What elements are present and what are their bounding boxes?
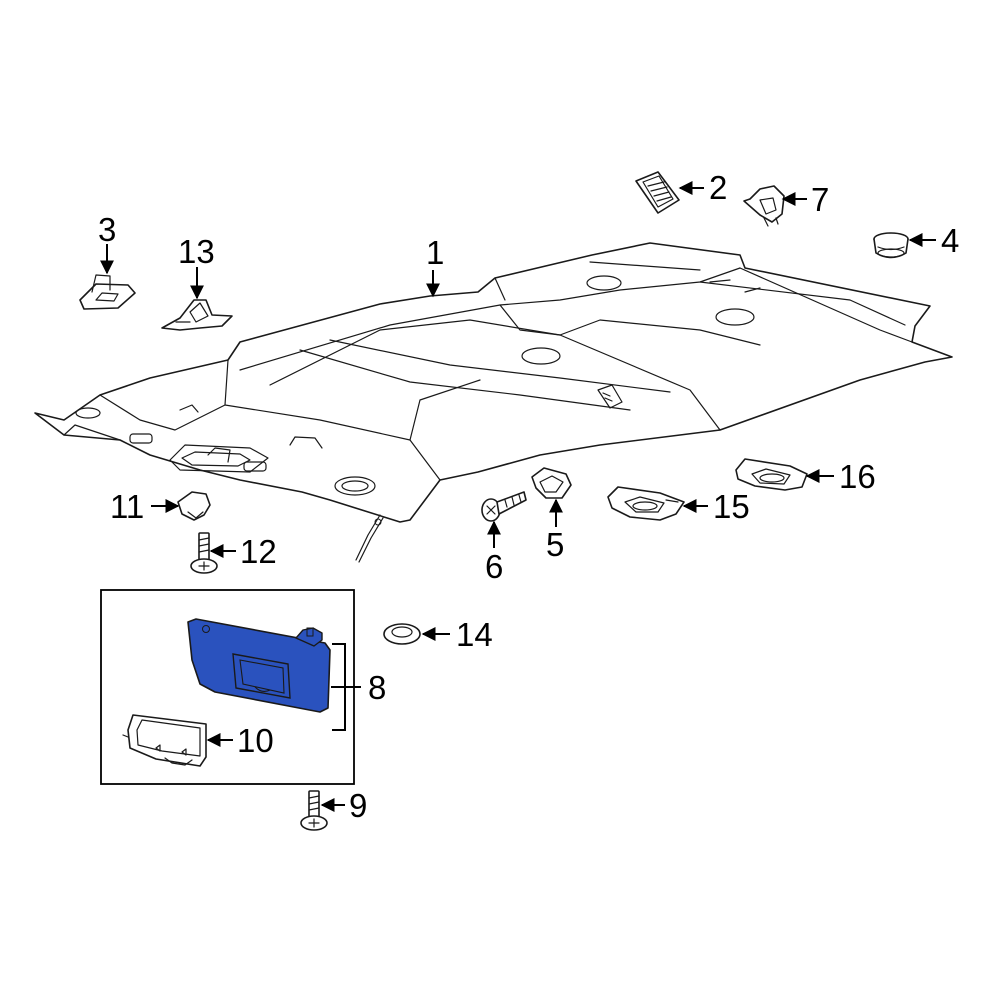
part-10-mirror-cover[interactable] [122,714,207,767]
callout-3: 3 [98,211,116,248]
part-5-clip[interactable] [531,467,572,499]
part-2-grille[interactable] [635,171,680,214]
callout-numbers: 1 2 3 4 5 6 7 8 9 10 11 12 13 14 15 16 [98,169,959,824]
callout-6: 6 [485,548,503,585]
part-14-washer[interactable] [383,623,421,645]
headliner-part[interactable] [34,242,953,563]
part-3-clip[interactable] [79,274,136,310]
callout-10: 10 [237,722,274,759]
callout-14: 14 [456,616,493,653]
callout-8: 8 [368,669,386,706]
callout-11: 11 [110,488,144,525]
callout-12: 12 [240,533,277,570]
sun-visor-highlighted[interactable] [187,618,331,713]
part-7-bracket[interactable] [743,185,785,227]
part-12-screw[interactable] [190,532,218,574]
part-13-clip[interactable] [161,299,233,331]
callout-15: 15 [713,488,750,525]
part-15-console[interactable] [607,486,685,521]
part-6-screw[interactable] [481,491,527,522]
callout-13: 13 [178,233,215,270]
part-4-plug[interactable] [873,232,909,259]
callout-leaders [100,181,936,812]
callout-1: 1 [426,234,444,271]
callout-4: 4 [941,222,959,259]
part-9-screw[interactable] [300,790,328,831]
part-16-console[interactable] [735,458,808,491]
callout-9: 9 [349,787,367,824]
callout-2: 2 [709,169,727,206]
part-11-cap[interactable] [177,491,211,521]
callout-5: 5 [546,526,564,563]
callout-16: 16 [839,458,876,495]
callout-7: 7 [811,181,829,218]
